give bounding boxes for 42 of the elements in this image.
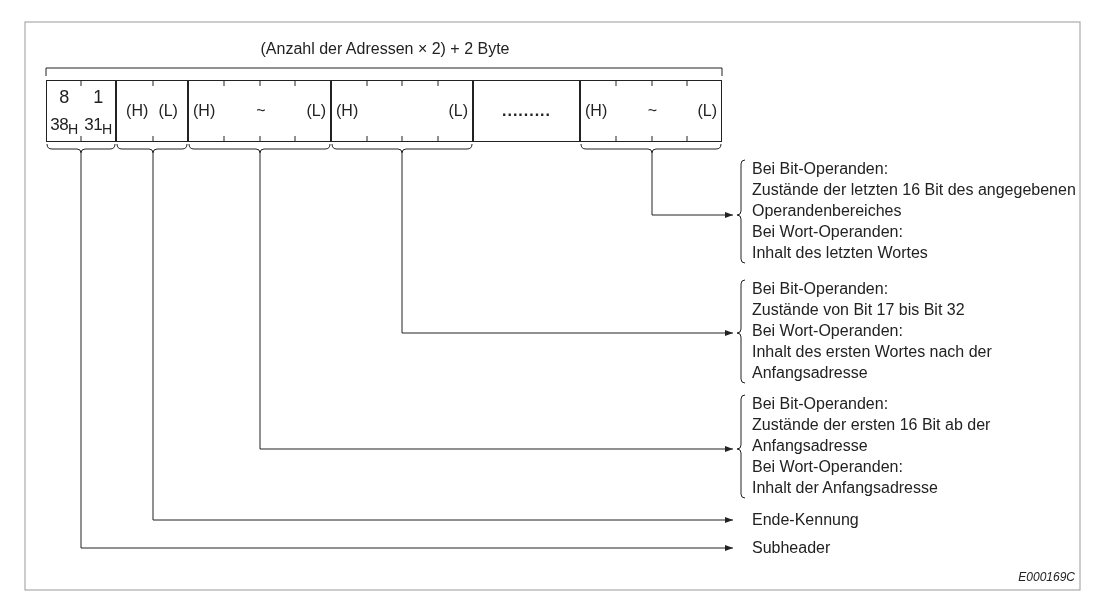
frame-field	[46, 80, 116, 142]
frame-field	[188, 80, 331, 142]
field-text: (L)	[697, 102, 717, 120]
description-text: Bei Bit-Operanden:	[752, 394, 890, 414]
description-text: Zustände der letzten 16 Bit des angegebenen Operandenbereiches	[752, 180, 1077, 221]
description-text: Bei Wort-Operanden:	[752, 457, 904, 477]
description-text: Inhalt des letzten Wortes	[752, 243, 929, 263]
field-text: (H)	[126, 102, 149, 120]
description-text: Bei Bit-Operanden:	[752, 159, 890, 179]
arrow	[651, 152, 734, 218]
ellipsis: .........	[502, 102, 551, 120]
frame-field	[473, 80, 580, 142]
field-text: 31$_{H}$	[84, 114, 112, 138]
field-text: ~	[647, 102, 657, 120]
description-text: Bei Wort-Operanden:	[752, 321, 904, 341]
description-text: Ende-Kennung	[733, 509, 859, 530]
field-text: 8	[59, 86, 69, 108]
frame-field	[580, 80, 722, 142]
description-text: Inhalt des ersten Wortes nach der Anfangsadresse	[752, 342, 993, 383]
figure-code: E000169C	[1017, 570, 1075, 584]
frame-field	[331, 80, 473, 142]
field-text: (L)	[158, 102, 178, 120]
description-text: Bei Bit-Operanden:	[752, 279, 890, 299]
description-text: Subheader	[733, 537, 831, 558]
frame-field	[116, 80, 188, 142]
description-text: Bei Wort-Operanden:	[752, 222, 904, 242]
field-text: (H)	[585, 102, 608, 120]
arrow	[259, 152, 734, 452]
field-text: (L)	[306, 102, 326, 120]
field-text: 1	[93, 86, 103, 108]
description-text: Zustände von Bit 17 bis Bit 32	[752, 300, 966, 320]
arrow	[152, 152, 734, 523]
description-text: Inhalt der Anfangsadresse	[752, 478, 939, 498]
field-text: (L)	[448, 102, 468, 120]
arrow	[401, 152, 734, 336]
description-text: Zustände der ersten 16 Bit ab der Anfangsadresse	[752, 415, 992, 456]
field-text: (H)	[193, 102, 216, 120]
dimension-label: (Anzahl der Adressen × 2) + 2 Byte	[259, 40, 511, 58]
field-text: (H)	[336, 102, 359, 120]
field-text: 38$_{H}$	[50, 114, 78, 138]
field-text: ~	[256, 102, 266, 120]
arrow	[80, 152, 734, 551]
